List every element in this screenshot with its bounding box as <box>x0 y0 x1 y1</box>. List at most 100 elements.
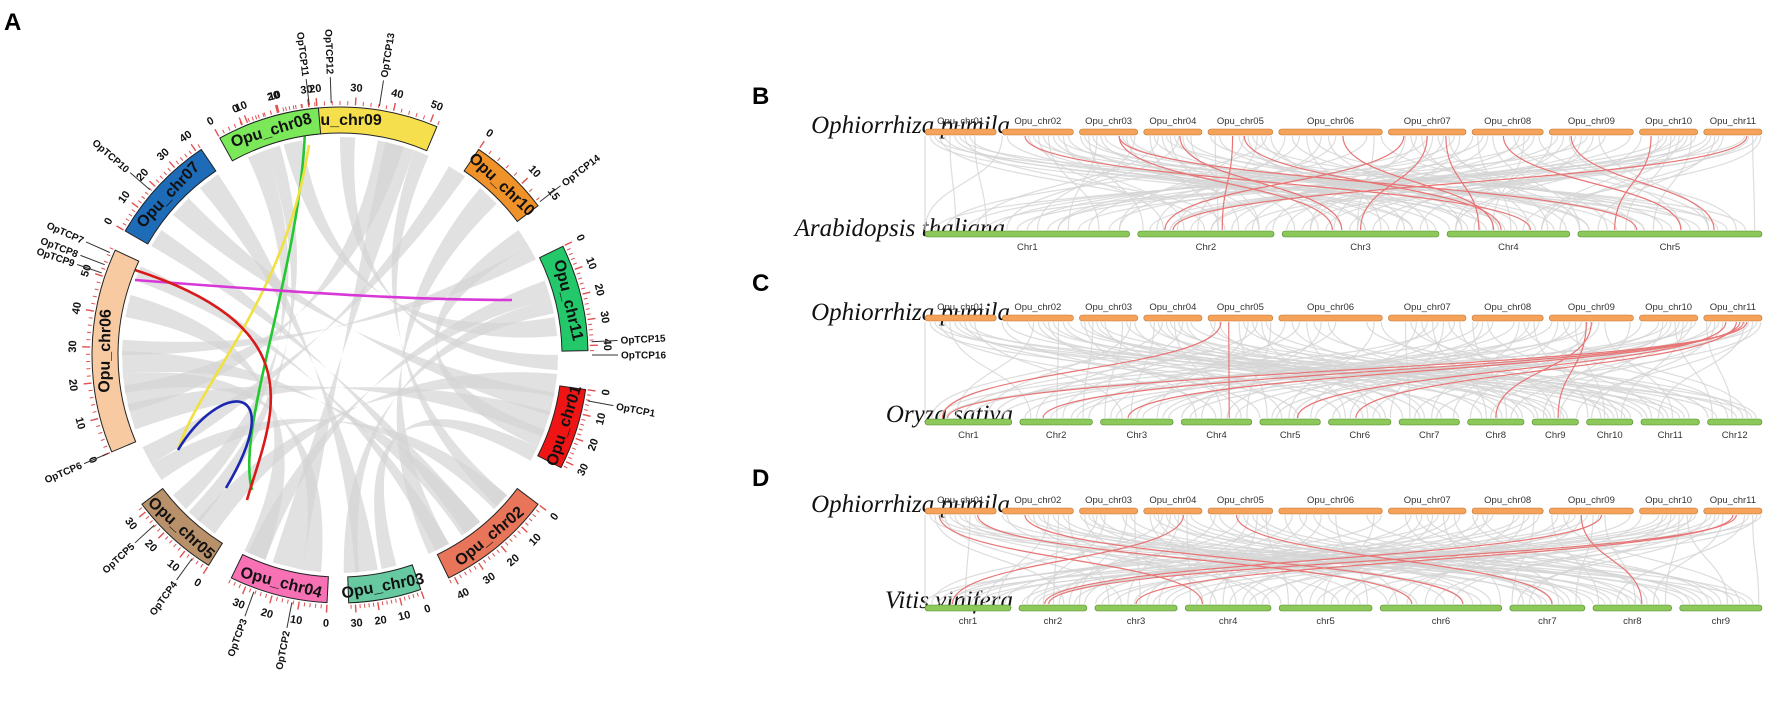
scale-tick-label: 10 <box>72 416 87 431</box>
query-chromosome-label: Opu_chr06 <box>1307 116 1354 127</box>
background-link <box>122 351 481 536</box>
query-chromosome-bar <box>1001 314 1074 322</box>
background-link <box>1562 514 1741 605</box>
chromosome-segment <box>230 553 329 604</box>
scale-tick-label: 20 <box>66 378 79 392</box>
scale-tick <box>412 594 415 599</box>
scale-tick <box>315 98 318 107</box>
highlight-link <box>941 321 1222 419</box>
background-link <box>374 419 538 569</box>
gene-marker-line <box>80 254 105 266</box>
scale-tick-label: 0 <box>600 389 613 397</box>
background-link <box>1176 135 1322 231</box>
chromosome-segment <box>91 249 140 453</box>
target-chromosome-label: Chr3 <box>1127 430 1148 441</box>
scale-tick <box>377 602 380 611</box>
query-chromosome-label: Opu_chr01 <box>937 495 984 506</box>
background-link <box>1067 135 1098 231</box>
background-link <box>931 514 1163 605</box>
highlight-link <box>1355 321 1737 419</box>
scale-tick <box>137 200 142 204</box>
query-chromosome-bar <box>1639 507 1699 515</box>
background-link <box>1062 321 1421 419</box>
scale-tick <box>437 120 440 126</box>
background-link <box>1421 135 1530 231</box>
highlight-link <box>1235 514 1553 605</box>
scale-tick <box>233 123 237 128</box>
query-chromosome-bar <box>924 314 997 322</box>
scale-tick <box>399 597 403 606</box>
background-link <box>1265 321 1648 419</box>
scale-tick <box>138 511 146 518</box>
gene-label: OpTCP4 <box>148 579 180 618</box>
highlight-link <box>1135 514 1734 605</box>
scale-tick <box>262 112 265 117</box>
background-link <box>1657 321 1746 419</box>
scale-tick <box>186 554 190 558</box>
background-link <box>1492 135 1581 231</box>
target-chromosome-bar <box>1531 418 1579 426</box>
highlight-link <box>1359 135 1428 231</box>
background-link <box>1036 135 1136 231</box>
scale-tick <box>429 114 435 123</box>
background-link <box>1591 321 1716 419</box>
background-link <box>1575 514 1594 605</box>
highlight-link <box>1024 514 1464 605</box>
query-chromosome-label: Opu_chr04 <box>1149 495 1196 506</box>
scale-tick <box>128 213 133 217</box>
target-chromosome-bar <box>1446 230 1571 238</box>
scale-tick-label: 10 <box>116 189 133 206</box>
background-link <box>1100 514 1446 605</box>
background-link <box>1171 514 1720 605</box>
background-link <box>1327 514 1691 605</box>
target-chromosome-bar <box>1184 604 1272 612</box>
scale-tick <box>497 157 501 162</box>
highlight-link <box>977 514 1413 605</box>
gene-marker-line <box>244 591 255 617</box>
background-link <box>1652 514 1724 605</box>
scale-tick <box>91 302 96 305</box>
scale-tick <box>222 129 225 134</box>
scale-tick <box>521 526 528 533</box>
target-chromosome-bar <box>1019 418 1093 426</box>
query-chromosome-label: Opu_chr02 <box>1014 495 1061 506</box>
species-label-query-c: Ophiorrhiza pumila <box>811 299 1010 326</box>
scale-tick <box>509 538 513 542</box>
query-chromosome-bar <box>1548 314 1634 322</box>
target-chromosome-label: chr8 <box>1623 616 1641 627</box>
background-link <box>142 166 466 464</box>
scale-tick <box>573 442 578 446</box>
highlight-link <box>1118 135 1333 231</box>
scale-tick <box>528 188 533 193</box>
species-label-target-b: Arabidopsis thaliana <box>793 215 1005 242</box>
highlight-links <box>1024 135 1748 231</box>
target-chromosome-label: Chr11 <box>1658 430 1683 441</box>
query-chromosome-label: Opu_chr05 <box>1217 495 1264 506</box>
query-chromosome-bar <box>924 507 997 515</box>
highlight-link <box>1172 135 1748 231</box>
scale-tick <box>251 116 254 121</box>
scale-tick-label: 10 <box>594 412 609 427</box>
scale-tick <box>173 543 177 548</box>
query-chromosome-label: Opu_chr09 <box>1568 302 1615 313</box>
highlight-link <box>1502 135 1682 231</box>
scale-tick <box>487 556 491 561</box>
scale-tick-label: 0 <box>548 511 561 523</box>
gene-label: OpTCP11 <box>294 31 310 77</box>
query-chromosome-label: Opu_chr10 <box>1645 116 1692 127</box>
scale-tick <box>468 568 472 573</box>
target-chromosome-label: chr9 <box>1712 616 1730 627</box>
scale-tick <box>403 596 406 601</box>
background-link <box>1406 514 1582 605</box>
scale-tick <box>96 425 101 428</box>
scale-tick <box>243 115 249 124</box>
scale-tick <box>582 291 591 295</box>
scale-tick <box>492 552 496 557</box>
scale-tick <box>145 515 150 520</box>
background-link <box>1706 321 1733 419</box>
scale-tick-label: 15 <box>545 186 562 203</box>
scale-tick <box>276 104 280 113</box>
highlight-link <box>1118 135 1638 231</box>
background-link <box>272 141 415 570</box>
